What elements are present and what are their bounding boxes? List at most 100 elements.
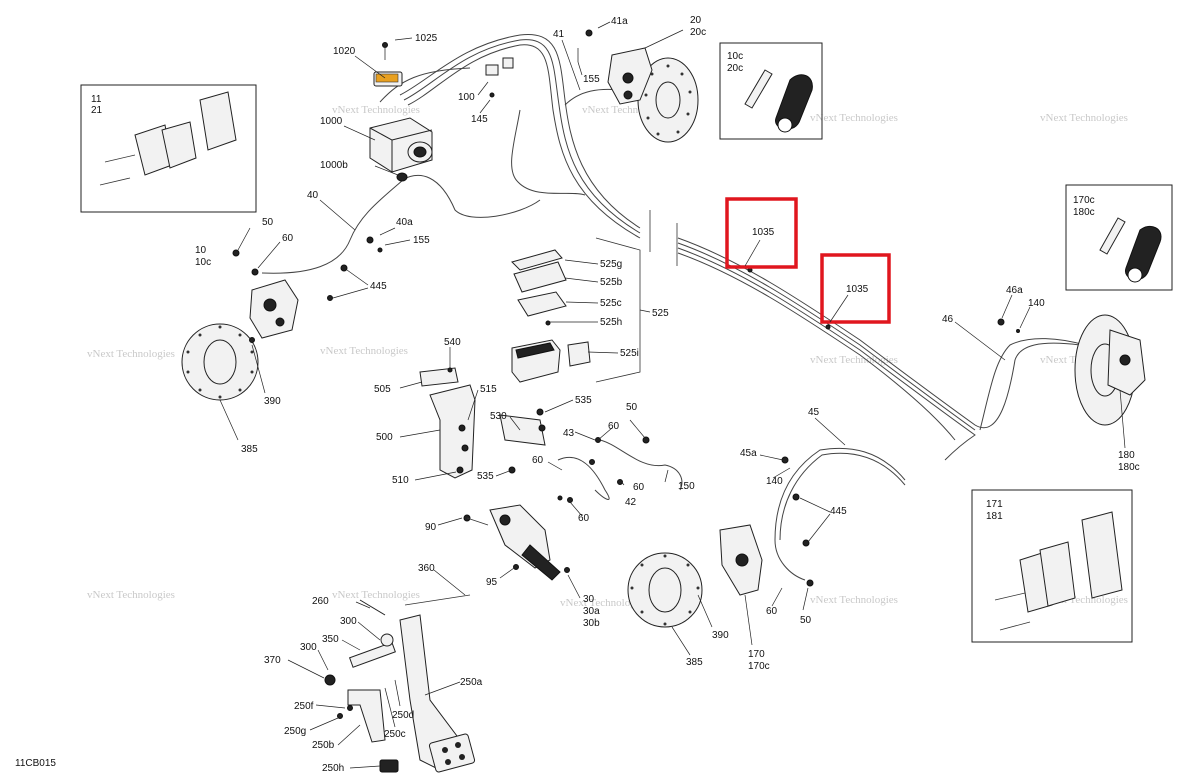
callout-360: 360 [418,563,435,574]
rear-left-brake [627,456,814,628]
callout-445: 445 [830,506,847,517]
callout-250g: 250g [284,726,306,737]
callout-525i: 525i [620,348,639,359]
callout-260: 260 [312,596,329,607]
fasteners [366,29,831,503]
callout-20: 20 [690,15,702,26]
callout-11: 11 [91,94,102,105]
pedal-bracket [419,367,476,479]
callout-385: 385 [686,657,703,668]
callout-170c-box: 170c [1073,195,1095,206]
callout-labels: 1025 1020 1000 1000b 41a 41 20 20c 155 1… [195,15,1140,774]
callout-90: 90 [425,522,437,533]
callout-180: 180 [1118,450,1135,461]
callout-1025: 1025 [415,33,438,44]
callout-10c: 10c [195,257,211,268]
callout-170c: 170c [748,661,770,672]
callout-46: 46 [942,314,954,325]
inset-pads-rear: 171 181 [971,489,1133,643]
callout-150: 150 [678,481,695,492]
connector-1020 [375,73,399,83]
callout-510: 510 [392,475,409,486]
front-right-brake [607,47,699,143]
callout-390: 390 [712,630,729,641]
callout-180c: 180c [1118,462,1140,473]
watermark: vNext Technologies [320,345,408,357]
callout-40: 40 [307,190,319,201]
callout-41: 41 [553,29,565,40]
callout-60: 60 [578,513,590,524]
callout-530: 530 [490,411,507,422]
callout-250c: 250c [384,729,406,740]
callout-500: 500 [376,432,393,443]
callout-525g: 525g [600,259,622,270]
callout-300: 300 [300,642,317,653]
callout-60: 60 [532,455,544,466]
abs-module [369,42,433,182]
callout-145: 145 [471,114,488,125]
watermark: vNext Technologies [560,597,648,609]
callout-535: 535 [575,395,592,406]
watermark: vNext Technologies [332,589,420,601]
callout-10c-box: 10c [727,51,743,62]
callout-250a: 250a [460,677,483,688]
callout-41a: 41a [611,16,628,27]
callout-250b: 250b [312,740,335,751]
callout-250f: 250f [294,701,314,712]
callout-385: 385 [241,444,258,455]
inset-bleeder-rear: 170c 180c [1065,184,1173,291]
callout-10: 10 [195,245,207,256]
callout-180c-box: 180c [1073,207,1095,218]
inset-bleeder-front: 10c 20c [719,42,823,140]
callout-95: 95 [486,577,498,588]
highlight-box-1035-upper [725,197,798,269]
callout-525b: 525b [600,277,623,288]
watermark: vNext Technologies [87,348,175,360]
diagram-code: 11CB015 [15,758,56,769]
callout-21: 21 [91,105,103,116]
callout-140: 140 [766,476,783,487]
callout-300: 300 [340,616,357,627]
callout-50: 50 [800,615,812,626]
callout-60: 60 [633,482,645,493]
leader-lines [219,21,1126,769]
callout-20c: 20c [690,27,706,38]
highlight-box-1035-lower [820,253,891,324]
callout-100: 100 [458,92,475,103]
callout-46a: 46a [1006,285,1023,296]
callout-1000: 1000 [320,116,343,127]
callout-540: 540 [444,337,461,348]
callout-155: 155 [413,235,430,246]
callout-60: 60 [282,233,294,244]
callout-350: 350 [322,634,339,645]
watermark: vNext Technologies [810,354,898,366]
watermark: vNext Technologies [1040,112,1128,124]
rear-right-brake [997,314,1146,426]
callout-42: 42 [625,497,637,508]
callout-445: 445 [370,281,387,292]
callout-50: 50 [262,217,274,228]
callout-20c-box: 20c [727,63,743,74]
inset-pads-front: 11 21 [80,84,257,213]
callout-1000b: 1000b [320,160,348,171]
callout-525h: 525h [600,317,622,328]
callout-43: 43 [563,428,575,439]
callout-505: 505 [374,384,391,395]
reservoir-assembly [511,237,641,383]
brake-lines [261,33,1086,581]
callout-1035-lower: 1035 [846,284,869,295]
callout-60: 60 [608,421,620,432]
callout-370: 370 [264,655,281,666]
callout-155: 155 [583,74,600,85]
front-left-brake [181,249,348,401]
callout-525: 525 [652,308,669,319]
callout-30a: 30a [583,606,600,617]
watermark: vNext Technologies [87,589,175,601]
callout-60: 60 [766,606,778,617]
callout-50: 50 [626,402,638,413]
callout-45: 45 [808,407,820,418]
callout-1035-upper: 1035 [752,227,775,238]
callout-250d: 250d [392,710,414,721]
